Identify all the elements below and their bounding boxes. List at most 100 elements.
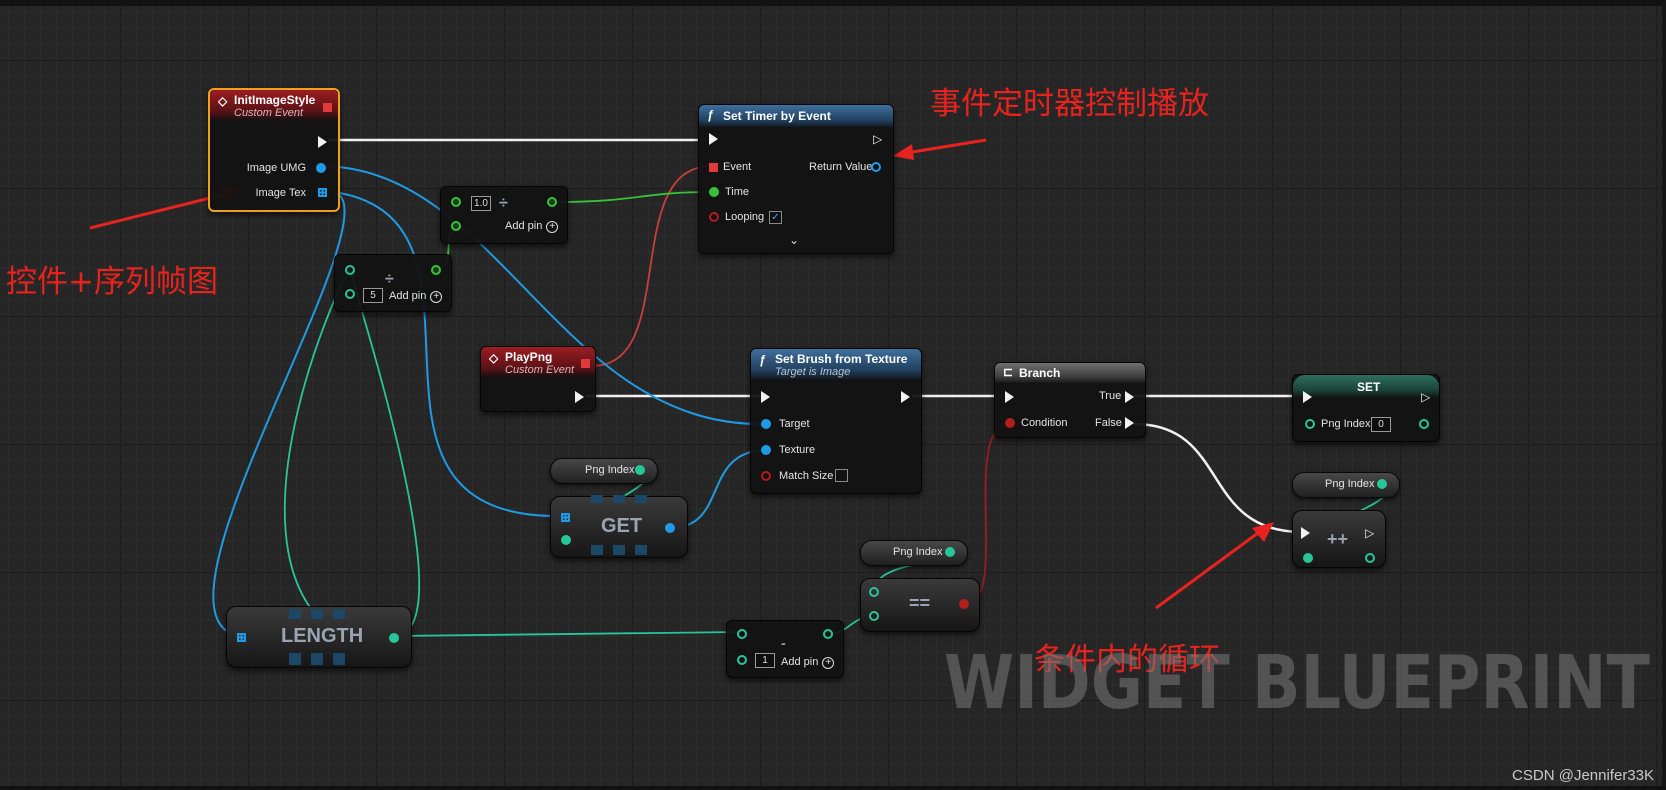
int-in-pin-b[interactable] <box>869 611 879 621</box>
divide-operator: ÷ <box>385 271 394 288</box>
var-label: Png Index <box>585 464 635 476</box>
exec-out-pin[interactable]: ▷ <box>1421 390 1431 404</box>
node-title: Set Brush from Texture <box>775 352 908 366</box>
int-in-pin-b[interactable] <box>345 289 355 299</box>
add-pin-button[interactable]: Add pin+ <box>781 656 835 669</box>
exec-in-pin[interactable] <box>1303 391 1312 403</box>
node-increment[interactable]: ▷ ++ <box>1292 510 1386 568</box>
bool-pin-condition[interactable] <box>1005 418 1015 428</box>
exec-in-pin[interactable] <box>1005 391 1014 403</box>
bool-pin-match-size[interactable] <box>761 471 771 481</box>
node-divide-left[interactable]: ÷ 5 Add pin+ <box>334 254 452 312</box>
array-pin-image-tex[interactable] <box>318 188 327 197</box>
object-pin-target[interactable] <box>761 419 771 429</box>
match-size-checkbox[interactable] <box>835 469 848 482</box>
int-out-pin[interactable] <box>1419 419 1429 429</box>
int-out-pin[interactable] <box>389 633 399 643</box>
pin-label-condition: Condition <box>1021 417 1068 429</box>
add-pin-plus-icon: + <box>546 221 559 233</box>
int-out-pin[interactable] <box>635 465 645 475</box>
node-title: InitImageStyle <box>234 93 316 107</box>
bool-pin-looping[interactable] <box>709 212 719 222</box>
array-decoration <box>635 495 647 503</box>
int-index-pin[interactable] <box>561 535 571 545</box>
float-value-box[interactable]: 1.0 <box>471 196 491 211</box>
int-out-pin[interactable] <box>945 547 955 557</box>
float-in-pin-a[interactable] <box>451 197 461 207</box>
exec-out-pin[interactable]: ▷ <box>873 132 883 146</box>
exec-out-true-pin[interactable] <box>1125 391 1134 403</box>
length-label: LENGTH <box>281 625 364 647</box>
int-out-pin[interactable] <box>823 629 833 639</box>
arrow-head-loop <box>1252 522 1274 542</box>
node-get-png-index-1[interactable]: Png Index <box>550 458 658 484</box>
function-icon: ƒ <box>707 108 714 122</box>
exec-out-pin[interactable] <box>318 136 327 148</box>
int-in-pin-png-index[interactable] <box>1305 419 1315 429</box>
looping-checkbox[interactable]: ✓ <box>769 211 782 224</box>
event-diamond-icon: ◇ <box>218 94 228 108</box>
float-out-pin[interactable] <box>431 265 441 275</box>
node-subtitle: Custom Event <box>505 364 575 376</box>
int-out-pin[interactable] <box>1377 479 1387 489</box>
exec-out-pin[interactable]: ▷ <box>1365 526 1375 540</box>
float-out-pin[interactable] <box>547 197 557 207</box>
int-in-pin-b[interactable] <box>737 655 747 665</box>
delegate-pin[interactable] <box>323 103 332 112</box>
add-pin-button[interactable]: Add pin+ <box>505 220 559 233</box>
int-in-pin-a[interactable] <box>869 587 879 597</box>
pin-label-png-index: Png Index <box>1321 418 1371 430</box>
int-in-pin[interactable] <box>1303 553 1313 563</box>
array-in-pin[interactable] <box>237 633 246 642</box>
get-label: GET <box>601 515 643 537</box>
bool-out-pin[interactable] <box>959 599 969 609</box>
node-init-image-style[interactable]: ◇ InitImageStyle Custom Event Image UMG … <box>208 88 340 212</box>
object-out-pin[interactable] <box>665 523 675 533</box>
equals-label: == <box>909 593 931 613</box>
node-array-length[interactable]: LENGTH <box>226 606 412 668</box>
object-pin-image-umg[interactable] <box>316 163 326 173</box>
add-pin-button[interactable]: Add pin+ <box>389 290 443 303</box>
node-set-png-index[interactable]: SET ▷ Png Index 0 <box>1292 374 1440 442</box>
array-in-pin[interactable] <box>561 513 570 522</box>
int-value-box[interactable]: 5 <box>363 288 383 303</box>
return-value-pin[interactable] <box>871 162 881 172</box>
chevron-down-icon[interactable]: ⌄ <box>789 233 800 247</box>
arrow-annotation-timer <box>899 138 987 156</box>
node-playpng-event[interactable]: ◇ PlayPng Custom Event <box>480 346 596 412</box>
delegate-pin[interactable] <box>581 359 590 368</box>
arrow-annotation-loop <box>1155 528 1263 610</box>
node-header: ƒ Set Brush from Texture Target is Image <box>751 349 921 379</box>
int-out-pin[interactable] <box>1365 553 1375 563</box>
exec-in-pin[interactable] <box>1301 527 1310 539</box>
node-subtract[interactable]: - 1 Add pin+ <box>726 620 844 678</box>
float-pin-time[interactable] <box>709 187 719 197</box>
node-get-png-index-2[interactable]: Png Index <box>860 540 968 566</box>
node-divide-top[interactable]: 1.0 ÷ Add pin+ <box>440 186 568 244</box>
object-wire-get-to-texture <box>669 449 769 529</box>
exec-in-pin[interactable] <box>761 391 770 403</box>
int-wire-length-to-divide <box>349 267 421 637</box>
node-array-get[interactable]: GET <box>550 495 688 558</box>
object-wire-imagetex-to-length <box>212 191 346 637</box>
node-set-timer-by-event[interactable]: ƒ Set Timer by Event ▷ Event Return Valu… <box>698 104 894 254</box>
int-in-pin-a[interactable] <box>737 629 747 639</box>
exec-out-pin[interactable] <box>575 391 584 403</box>
pin-label-time: Time <box>725 186 750 198</box>
float-in-pin-b[interactable] <box>451 221 461 231</box>
node-get-png-index-3[interactable]: Png Index <box>1292 472 1400 498</box>
int-value-box[interactable]: 1 <box>755 653 775 668</box>
var-label: Png Index <box>1325 478 1375 490</box>
exec-out-pin[interactable] <box>901 391 910 403</box>
node-equals[interactable]: == <box>860 578 980 632</box>
event-delegate-pin[interactable] <box>709 163 718 172</box>
node-title: SET <box>1357 380 1381 394</box>
object-pin-texture[interactable] <box>761 445 771 455</box>
png-index-value-box[interactable]: 0 <box>1371 417 1391 432</box>
node-set-brush-from-texture[interactable]: ƒ Set Brush from Texture Target is Image… <box>750 348 922 494</box>
node-branch[interactable]: ⊏ Branch True Condition False <box>994 362 1146 438</box>
array-decoration <box>311 609 323 619</box>
int-in-pin-a[interactable] <box>345 265 355 275</box>
exec-in-pin[interactable] <box>709 133 718 145</box>
exec-out-false-pin[interactable] <box>1125 417 1134 429</box>
